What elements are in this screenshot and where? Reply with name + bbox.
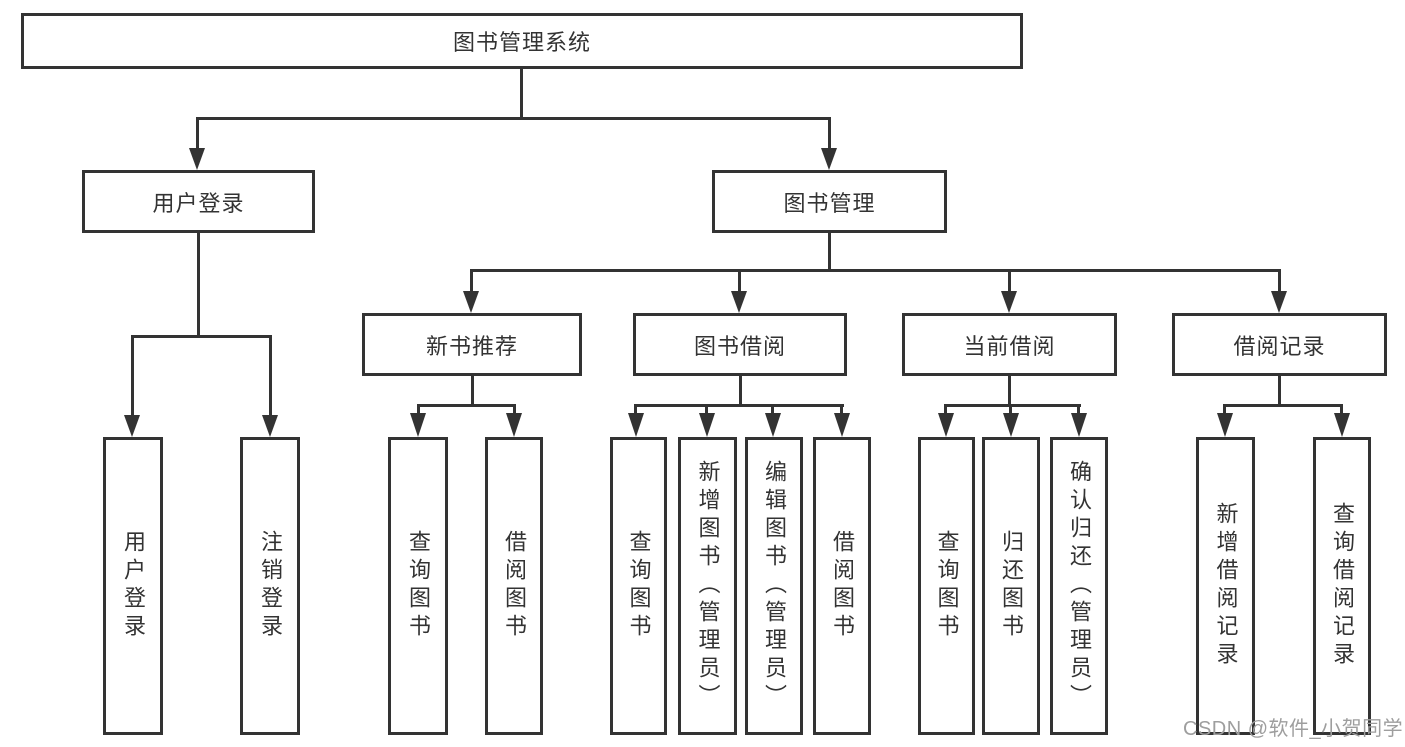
connector-book-borrow-stem	[739, 375, 742, 407]
connector-drop	[1340, 404, 1343, 416]
connector-to-user-login	[196, 117, 199, 151]
node-borrow-records: 借阅记录	[1172, 313, 1387, 376]
connector-new-books-bar	[417, 404, 516, 407]
connector-current-borrow-bar	[944, 404, 1081, 407]
connector-drop	[417, 404, 420, 416]
connector-book-mgmt-stem	[828, 233, 831, 272]
arrowhead-icon	[124, 415, 140, 437]
connector-user-login-stem	[197, 233, 200, 338]
arrowhead-icon	[821, 148, 837, 170]
connector-book-borrow-bar	[634, 404, 844, 407]
connector-user-login-bar	[131, 335, 272, 338]
csdn-watermark: CSDN @软件_小贺同学	[1183, 718, 1404, 740]
connector-to-borrow-records	[1278, 269, 1281, 295]
connector-drop	[771, 404, 774, 416]
connector-to-new-books	[470, 269, 473, 295]
connector-drop	[513, 404, 516, 416]
connector-to-current-borrow	[1008, 269, 1011, 295]
arrowhead-icon	[938, 413, 954, 437]
arrowhead-icon	[1271, 291, 1287, 313]
arrowhead-icon	[765, 413, 781, 437]
node-book-borrow: 图书借阅	[633, 313, 847, 376]
arrowhead-icon	[189, 148, 205, 170]
connector-root-bar	[196, 117, 831, 120]
connector-to-leaf-login	[131, 335, 134, 417]
connector-to-book-management	[828, 117, 831, 151]
arrowhead-icon	[463, 291, 479, 313]
connector-drop	[840, 404, 843, 416]
leaf-return-books: 归还图书	[982, 437, 1040, 735]
leaf-add-borrow-record: 新增借阅记录	[1196, 437, 1255, 735]
arrowhead-icon	[506, 413, 522, 437]
arrowhead-icon	[731, 291, 747, 313]
leaf-query-books-borrow: 查询图书	[610, 437, 667, 735]
connector-drop	[705, 404, 708, 416]
arrowhead-icon	[1071, 413, 1087, 437]
leaf-query-books-recommend: 查询图书	[388, 437, 448, 735]
leaf-logout: 注销登录	[240, 437, 300, 735]
connector-book-mgmt-bar	[470, 269, 1281, 272]
arrowhead-icon	[834, 413, 850, 437]
connector-to-book-borrow	[738, 269, 741, 295]
node-book-management: 图书管理	[712, 170, 947, 233]
arrowhead-icon	[1334, 413, 1350, 437]
connector-drop	[1077, 404, 1080, 416]
leaf-add-books-admin: 新增图书（管理员）	[678, 437, 737, 735]
leaf-query-borrow-record: 查询借阅记录	[1313, 437, 1371, 735]
connector-to-leaf-logout	[269, 335, 272, 417]
connector-drop	[634, 404, 637, 416]
leaf-confirm-return-admin: 确认归还（管理员）	[1050, 437, 1108, 735]
connector-root-stem	[520, 68, 523, 118]
arrowhead-icon	[699, 413, 715, 437]
arrowhead-icon	[1001, 291, 1017, 313]
connector-drop	[1223, 404, 1226, 416]
arrowhead-icon	[410, 413, 426, 437]
leaf-query-books-current: 查询图书	[918, 437, 975, 735]
arrowhead-icon	[1003, 413, 1019, 437]
node-user-login: 用户登录	[82, 170, 315, 233]
node-current-borrow: 当前借阅	[902, 313, 1117, 376]
connector-new-books-stem	[471, 375, 474, 407]
connector-borrow-records-bar	[1223, 404, 1343, 407]
leaf-borrow-books-recommend: 借阅图书	[485, 437, 543, 735]
connector-drop	[944, 404, 947, 416]
arrowhead-icon	[262, 415, 278, 437]
node-library-system: 图书管理系统	[21, 13, 1023, 69]
connector-borrow-records-stem	[1278, 375, 1281, 407]
leaf-borrow-books: 借阅图书	[813, 437, 871, 735]
connector-drop	[1009, 404, 1012, 416]
leaf-user-login: 用户登录	[103, 437, 163, 735]
leaf-edit-books-admin: 编辑图书（管理员）	[745, 437, 803, 735]
connector-current-borrow-stem	[1008, 375, 1011, 407]
node-new-book-recommend: 新书推荐	[362, 313, 582, 376]
arrowhead-icon	[628, 413, 644, 437]
arrowhead-icon	[1217, 413, 1233, 437]
